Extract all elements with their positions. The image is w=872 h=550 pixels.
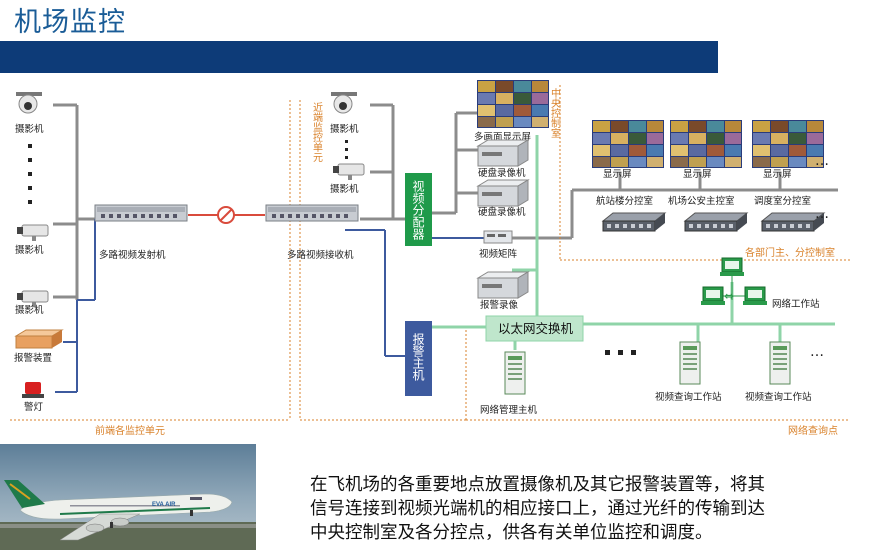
query-points-label: 网络查询点 bbox=[788, 424, 838, 437]
box-camera-icon bbox=[332, 163, 365, 181]
ethernet-switch-label: 以太网交换机 bbox=[498, 321, 574, 336]
display2-label: 显示屏 bbox=[683, 169, 712, 180]
alarm-host-label: 报警主机 bbox=[411, 332, 425, 381]
camera1-label: 摄影机 bbox=[15, 123, 44, 135]
query-ws1-label: 视频查询工作站 bbox=[655, 391, 722, 403]
display-icon bbox=[670, 120, 742, 168]
green-network-lines bbox=[432, 135, 835, 350]
camera3-label: 摄影机 bbox=[15, 304, 44, 316]
near-cam2-label: 摄影机 bbox=[330, 183, 359, 195]
workstation-icon bbox=[769, 341, 791, 385]
near-unit-label: 近端监控单元 bbox=[311, 101, 323, 162]
server-icon bbox=[504, 351, 526, 395]
terminal-room-label: 航站楼分控室 bbox=[596, 195, 653, 207]
pc-icon bbox=[742, 286, 768, 306]
blue-alarm-lines bbox=[55, 219, 484, 393]
near-cam1-label: 摄影机 bbox=[330, 123, 359, 135]
net-mgmt-host-label: 网络管理主机 bbox=[480, 404, 538, 416]
page-title: 机场监控 bbox=[14, 7, 126, 38]
police-room-label: 机场公安主控室 bbox=[668, 195, 735, 207]
query-ellipsis bbox=[605, 350, 636, 355]
front-units-label: 前端各监控单元 bbox=[95, 424, 165, 437]
pc-icon bbox=[700, 286, 726, 306]
dome-camera-icon bbox=[15, 91, 43, 114]
dvr2-label: 硬盘录像机 bbox=[478, 206, 526, 218]
description-line: 中央控制室及各分控点，供各有关单位监控和调度。 bbox=[310, 523, 713, 543]
description-line: 在飞机场的各重要地点放置摄像机及其它报警装置等，将其 bbox=[310, 475, 765, 495]
alarm-device-label: 报警装置 bbox=[14, 352, 52, 364]
box-camera-icon bbox=[16, 224, 49, 242]
display-icon bbox=[592, 120, 664, 168]
display-icon bbox=[752, 120, 824, 168]
video-distributor-box bbox=[405, 173, 432, 246]
console-icon bbox=[684, 212, 748, 232]
transmitter-icon bbox=[94, 204, 188, 222]
video-matrix-icon bbox=[483, 230, 513, 244]
console-ellipsis: … bbox=[815, 206, 829, 222]
video-matrix-label: 视频矩阵 bbox=[479, 248, 518, 260]
central-room-label: 中央控制室 bbox=[549, 87, 561, 138]
transmitter-label: 多路视频发射机 bbox=[99, 249, 166, 261]
camera2-label: 摄影机 bbox=[15, 244, 44, 256]
display-ellipsis: … bbox=[815, 153, 829, 169]
svg-text:⇔: ⇔ bbox=[724, 289, 734, 303]
receiver-icon bbox=[265, 204, 359, 222]
dispatch-room-label: 调度室分控室 bbox=[754, 195, 811, 207]
receiver-label: 多路视频接收机 bbox=[287, 249, 354, 261]
alarm-host-box bbox=[405, 321, 432, 396]
query-ws2-label: 视频查询工作站 bbox=[745, 391, 812, 403]
alarm-recorder-icon bbox=[477, 271, 529, 299]
dept-rooms-label: 各部门主、分控制室 bbox=[745, 246, 835, 259]
ethernet-switch-box bbox=[485, 315, 584, 342]
airline-logo: EVA AIR bbox=[152, 502, 176, 508]
description-text: 在飞机场的各重要地点放置摄像机及其它报警装置等，将其 信号连接到视频光端机的相应… bbox=[310, 473, 870, 545]
fiber-link bbox=[188, 206, 265, 224]
dvr1-label: 硬盘录像机 bbox=[478, 167, 526, 179]
net-workstation-label: 网络工作站 bbox=[772, 298, 820, 310]
zone-borders bbox=[10, 85, 850, 421]
multi-display-icon bbox=[477, 80, 549, 128]
video-distributor-label: 视频分配器 bbox=[411, 179, 425, 241]
camera-ellipsis bbox=[28, 144, 32, 204]
console-icon bbox=[602, 212, 666, 232]
gray-signal-lines bbox=[53, 103, 838, 300]
alarm-device-icon bbox=[14, 329, 64, 349]
workstation-icon bbox=[679, 341, 701, 385]
display1-label: 显示屏 bbox=[603, 169, 632, 180]
title-bar bbox=[0, 41, 718, 73]
dvr-icon bbox=[477, 179, 529, 207]
display3-label: 显示屏 bbox=[763, 169, 792, 180]
dome-camera-icon bbox=[330, 91, 358, 114]
workstation-ellipsis: … bbox=[810, 344, 824, 360]
pc-icon bbox=[719, 257, 745, 277]
warning-light-label: 警灯 bbox=[24, 401, 44, 413]
warning-light-icon bbox=[22, 382, 44, 398]
dvr-icon bbox=[477, 139, 529, 167]
near-camera-ellipsis bbox=[345, 140, 348, 159]
alarm-recorder-label: 报警录像 bbox=[480, 299, 519, 311]
airplane-photo: EVA AIR bbox=[0, 444, 256, 550]
description-line: 信号连接到视频光端机的相应接口上，通过光纤的传输到达 bbox=[310, 499, 765, 519]
